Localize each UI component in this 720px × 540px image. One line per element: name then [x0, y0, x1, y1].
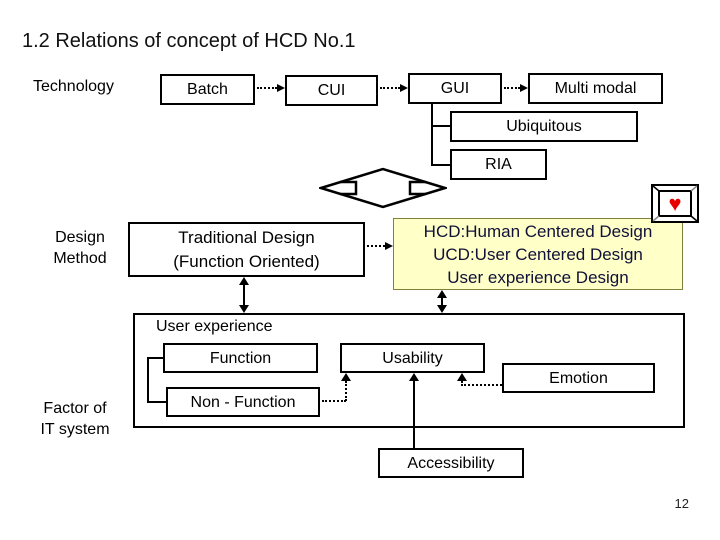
- arrowhead-nonfunction-usability: [341, 373, 351, 381]
- connector-nonfunction-usability-v: [345, 381, 347, 401]
- label-design-method-line2: Method: [53, 250, 107, 267]
- connector-gui-branch: [431, 104, 433, 166]
- box-emotion: Emotion: [502, 363, 655, 393]
- connector-nonfunction-usability-h: [322, 400, 346, 402]
- slide-title: 1.2 Relations of concept of HCD No.1: [22, 30, 356, 52]
- connector-function-elbow: [147, 357, 149, 403]
- hcd-line1: HCD:Human Centered Design: [423, 221, 653, 241]
- label-factor-line2: IT system: [40, 421, 110, 438]
- connector-traditional-hcd: [367, 245, 385, 247]
- connector-nonfunction-stub: [147, 401, 166, 403]
- hcd-line2: UCD:User Centered Design: [433, 244, 643, 264]
- label-factor-line1: Factor of: [43, 400, 107, 417]
- box-accessibility: Accessibility: [378, 448, 524, 478]
- box-ria: RIA: [450, 149, 547, 180]
- label-design-method-line1: Design: [55, 229, 105, 246]
- heart-icon: ♥: [651, 184, 699, 223]
- arrowhead-hcd-up: [437, 290, 447, 298]
- box-multi-modal: Multi modal: [528, 73, 663, 104]
- left-right-arrow-shape: [319, 167, 447, 209]
- arrowhead-emotion-usability: [457, 373, 467, 381]
- box-batch: Batch: [160, 74, 255, 105]
- box-hcd-highlight: HCD:Human Centered Design UCD:User Cente…: [393, 218, 683, 290]
- label-technology: Technology: [33, 78, 114, 95]
- connector-gui-ria: [431, 164, 450, 166]
- connector-gui-multimodal: [504, 87, 520, 89]
- heart-glyph: ♥: [668, 191, 681, 216]
- box-gui: GUI: [408, 73, 502, 104]
- hcd-line3: User experience Design: [447, 267, 629, 287]
- connector-batch-cui: [257, 87, 277, 89]
- label-factor-it-system: Factor of IT system: [25, 398, 125, 440]
- label-design-method: Design Method: [38, 227, 122, 269]
- label-user-experience: User experience: [156, 318, 273, 335]
- connector-gui-ubiquitous: [431, 125, 450, 127]
- connector-cui-gui: [380, 87, 400, 89]
- arrowhead-hcd-down: [437, 305, 447, 313]
- traditional-design-line1: Traditional Design: [178, 227, 315, 247]
- traditional-design-line2: (Function Oriented): [173, 251, 320, 271]
- connector-emotion-usability-h: [461, 384, 502, 386]
- connector-trad-factor: [243, 284, 245, 307]
- arrowhead-gui-multimodal: [520, 84, 528, 92]
- arrowhead-batch-cui: [277, 84, 285, 92]
- arrowhead-cui-gui: [400, 84, 408, 92]
- connector-hcd-factor: [441, 297, 443, 307]
- arrowhead-trad-up: [239, 277, 249, 285]
- arrowhead-traditional-hcd: [385, 242, 393, 250]
- connector-accessibility-usability: [413, 381, 415, 448]
- box-cui: CUI: [285, 75, 378, 106]
- arrowhead-trad-down: [239, 305, 249, 313]
- box-usability: Usability: [340, 343, 485, 373]
- arrowhead-accessibility-usability: [409, 373, 419, 381]
- box-ubiquitous: Ubiquitous: [450, 111, 638, 142]
- connector-function-stub: [147, 357, 163, 359]
- page-number: 12: [674, 496, 689, 511]
- connector-emotion-usability-v: [461, 381, 463, 386]
- box-non-function: Non - Function: [166, 387, 320, 417]
- box-function: Function: [163, 343, 318, 373]
- box-traditional-design: Traditional Design (Function Oriented): [128, 222, 365, 277]
